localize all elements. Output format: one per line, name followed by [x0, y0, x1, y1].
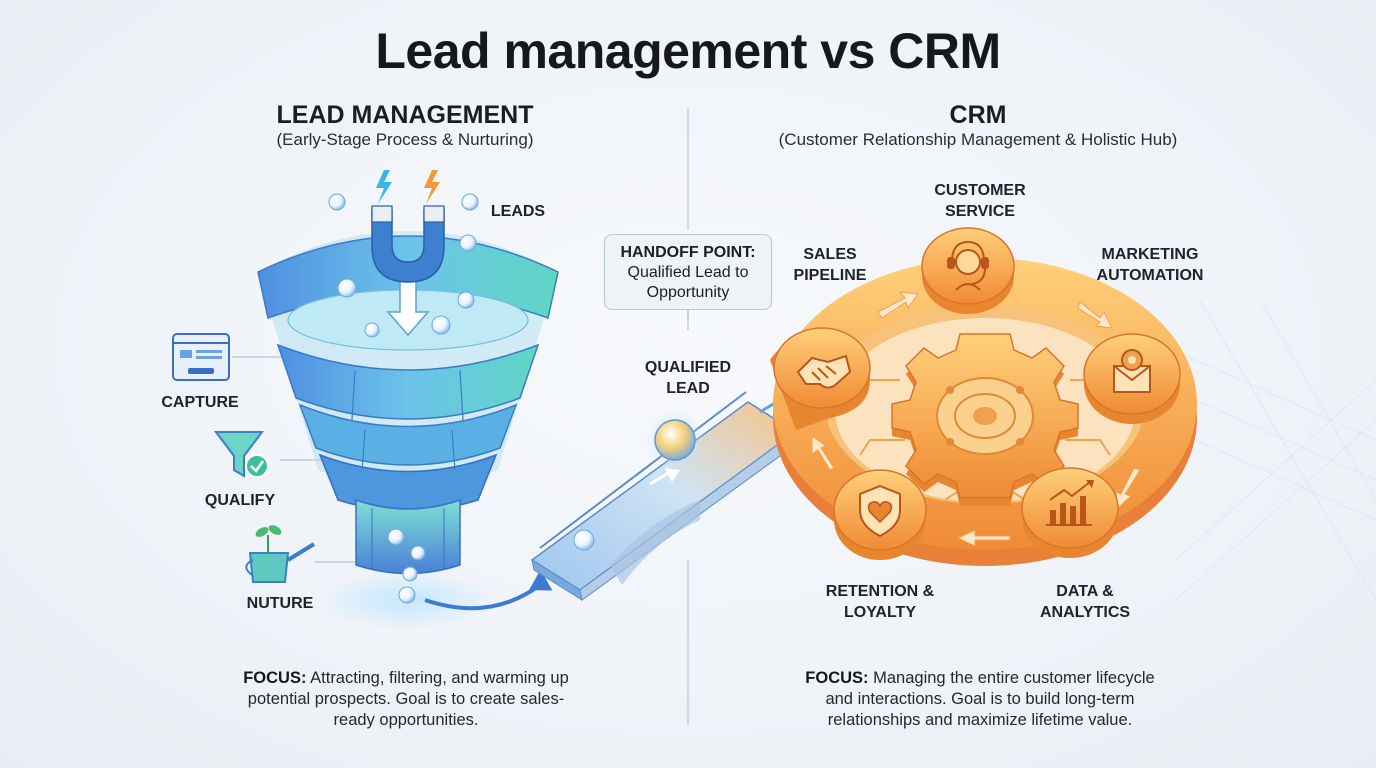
- crm-node-sales-pipeline: [770, 327, 871, 430]
- mail-gear-icon: [1113, 349, 1151, 393]
- focus-text: Managing the entire customer lifecycle a…: [825, 669, 1155, 729]
- crm-node-data-analytics: [1021, 467, 1119, 558]
- capture-label: CAPTURE: [161, 394, 239, 411]
- crm-subheading: (Customer Relationship Management & Holi…: [778, 130, 1178, 149]
- shield-heart-icon: [859, 484, 901, 538]
- focus-text: Attracting, filtering, and warming up po…: [247, 669, 569, 729]
- marketing-automation-label: MARKETING AUTOMATION: [1096, 246, 1204, 284]
- central-gear-icon: [891, 333, 1079, 506]
- qualified-lead-orb: [654, 419, 696, 461]
- handoff-text: Qualified Lead to Opportunity: [627, 264, 749, 301]
- handoff-bridge: [530, 391, 797, 602]
- lead-bubbles: [328, 193, 479, 604]
- crm-heading: CRM: [949, 101, 1007, 129]
- lead-management-heading: LEAD MANAGEMENT: [276, 101, 534, 129]
- bar-chart-icon: [1046, 480, 1094, 526]
- lead-management-subheading: (Early-Stage Process & Nurturing): [276, 130, 534, 149]
- filter-check-icon: [214, 431, 269, 478]
- page-title: Lead management vs CRM: [375, 23, 1001, 79]
- lightning-icon: [376, 170, 392, 204]
- customer-service-label: CUSTOMER SERVICE: [934, 182, 1026, 220]
- focus-label: FOCUS:: [805, 669, 869, 687]
- nuture-label: NUTURE: [246, 595, 314, 612]
- headset-agent-icon: [947, 240, 989, 291]
- leads-label: LEADS: [490, 203, 546, 220]
- sales-pipeline-label: SALES PIPELINE: [793, 246, 867, 284]
- handoff-callout: HANDOFF POINT: Qualified Lead to Opportu…: [604, 234, 772, 310]
- lightning-icon: [424, 170, 440, 204]
- lead-management-focus: FOCUS: Attracting, filtering, and warmin…: [236, 668, 576, 731]
- qualified-lead-label: QUALIFIED LEAD: [644, 359, 732, 397]
- crm-focus: FOCUS: Managing the entire customer life…: [790, 668, 1170, 731]
- crm-node-retention-loyalty: [833, 469, 927, 560]
- web-form-icon: [172, 333, 230, 381]
- handshake-icon: [796, 354, 852, 389]
- crm-node-customer-service: [921, 227, 1015, 314]
- qualify-label: QUALIFY: [204, 492, 276, 509]
- crm-node-marketing-automation: [1083, 333, 1181, 424]
- magnet-icon: [371, 205, 445, 283]
- flow-arrow: [424, 583, 542, 611]
- watering-can-icon: [245, 525, 316, 583]
- retention-loyalty-label: RETENTION & LOYALTY: [825, 583, 935, 621]
- handoff-title: HANDOFF POINT:: [620, 244, 756, 261]
- data-analytics-label: DATA & ANALYTICS: [1039, 583, 1131, 621]
- focus-label: FOCUS:: [243, 669, 307, 687]
